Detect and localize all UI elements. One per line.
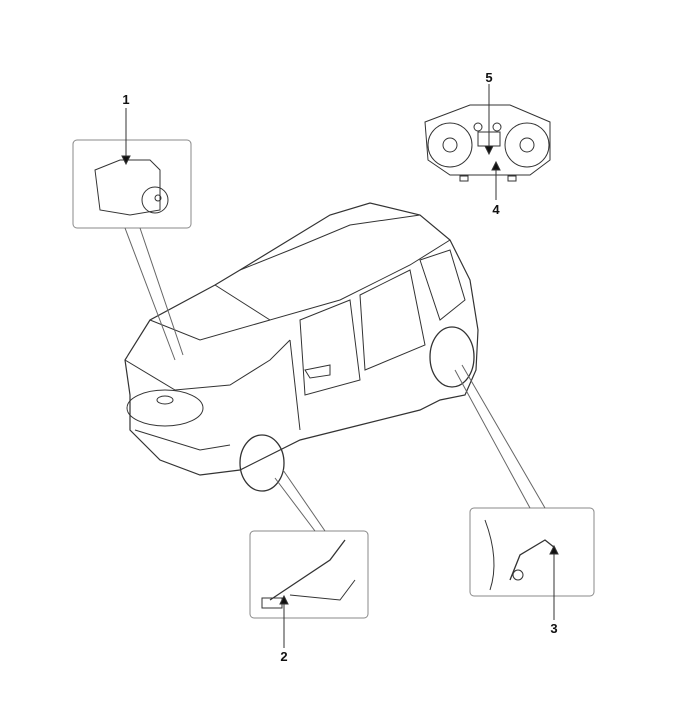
- callout-4: 4: [492, 202, 500, 217]
- callout-5: 5: [485, 70, 493, 85]
- instrument-cluster: [424, 84, 551, 200]
- abs-module-detail: [72, 108, 192, 361]
- vehicle-illustration: [124, 202, 479, 492]
- callout-3: 3: [550, 621, 558, 636]
- callout-2: 2: [280, 649, 288, 664]
- rear-wheel-sensor-detail: [454, 364, 595, 620]
- front-wheel-sensor-detail: [249, 469, 369, 648]
- callout-1: 1: [122, 92, 130, 107]
